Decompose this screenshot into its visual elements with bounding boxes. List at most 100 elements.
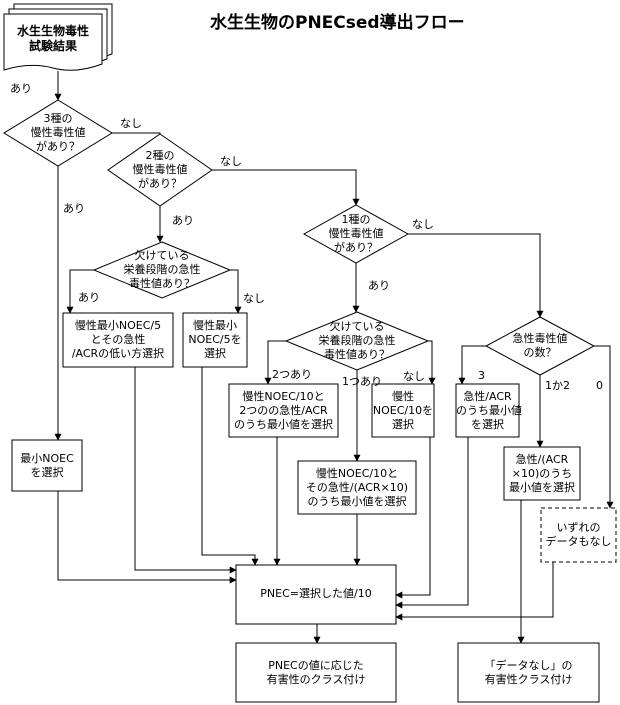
decision-d2-line2: 慢性毒性値	[132, 163, 188, 176]
annotation-d4-no: なし	[412, 218, 434, 231]
box-pnec-label: PNEC=選択した値/10	[236, 587, 396, 601]
box-acr-min-line1: 急性/ACR	[463, 390, 512, 403]
box-class-line2: 有害性のクラス付け	[266, 673, 366, 686]
box-noec5-acr-line2: とその急性	[90, 333, 146, 346]
box-acrx10-min-line2: ×10)のうち	[511, 467, 573, 480]
decision-d1-line1: 3種の	[43, 112, 73, 125]
start-label-line1: 水生生物毒性	[16, 24, 89, 38]
page-title: 水生生物のPNECsed導出フロー	[210, 13, 465, 33]
box-noec10-2acr-label: 慢性NOEC/10と 2つのの急性/ACR のうち最小値を選択	[229, 390, 338, 432]
box-noec5-label: 慢性最小 NOEC/5を 選択	[183, 319, 247, 361]
box-acr-min-line2: のうち最小値	[456, 404, 522, 417]
box-noec5-acr-line1: 慢性最小NOEC/5	[74, 319, 162, 332]
box-class-label: PNECの値に応じた 有害性のクラス付け	[236, 659, 396, 687]
box-class-none	[457, 642, 600, 703]
decision-d2-line3: があり？	[138, 177, 182, 190]
box-pnec-line1: PNEC=選択した値/10	[260, 587, 372, 600]
box-acr-min-line3: を選択	[471, 418, 504, 431]
annotation-d1-yes: あり	[63, 202, 85, 215]
annotation-d3-no: なし	[243, 292, 265, 305]
box-class-none-label: 「データなし」の 有害性クラス付け	[458, 659, 599, 687]
box-noec10-line1: 慢性	[392, 390, 414, 403]
annotation-d5-two: 2つあり	[272, 368, 312, 381]
decision-d1-line3: があり？	[36, 140, 80, 153]
box-min-noec-label: 最小NOEC を選択	[12, 452, 82, 480]
box-noec5-acr	[62, 312, 174, 368]
box-no-data-label: いずれの データもなし	[541, 521, 616, 549]
box-noec5-line1: 慢性最小	[193, 319, 237, 332]
annotation-d4-yes: あり	[368, 279, 390, 292]
box-class-none-line1: 「データなし」の	[484, 659, 573, 672]
box-noec10-2acr-line2: 2つのの急性/ACR	[239, 404, 328, 417]
box-acr-min-label: 急性/ACR のうち最小値 を選択	[456, 390, 522, 432]
start-label: 水生生物毒性 試験結果	[4, 24, 102, 54]
box-noec10-2acr-line1: 慢性NOEC/10と	[242, 390, 325, 403]
box-noec5-line3: 選択	[204, 347, 226, 360]
decision-d3-line2: 栄養段階の急性	[123, 263, 201, 276]
box-noec10-line3: 選択	[392, 418, 414, 431]
decision-d6-line1: 急性毒性値	[512, 332, 568, 345]
box-min-noec	[11, 439, 83, 492]
box-acrx10-min-line1: 急性/(ACR	[515, 453, 569, 466]
decision-d6-line2: の数？	[523, 346, 557, 359]
decision-d4-line1: 1種の	[341, 213, 371, 226]
box-noec5-acr-line3: /ACRの低い方選択	[71, 347, 165, 360]
box-acrx10-min	[503, 446, 581, 501]
annotation-d5-one: 1つあり	[342, 375, 382, 388]
box-noec10	[371, 383, 435, 438]
decision-d1-label: 3種の 慢性毒性値 があり？	[8, 112, 108, 154]
box-class	[235, 642, 397, 703]
decision-d6-label: 急性毒性値 の数？	[495, 332, 585, 360]
annotation-d5-no: なし	[403, 370, 425, 383]
box-min-noec-line2: を選択	[30, 466, 64, 479]
box-acr-min	[455, 383, 520, 438]
box-noec5-line2: NOEC/5を	[188, 333, 242, 346]
box-noec10-2acr-line3: のうち最小値を選択	[234, 418, 333, 431]
box-noec10-acrx10	[297, 460, 417, 515]
box-acrx10-min-line3: 最小値を選択	[509, 481, 575, 494]
box-no-data-line1: いずれの	[556, 521, 601, 534]
decision-d2-label: 2種の 慢性毒性値 があり？	[110, 149, 210, 191]
box-noec10-line2: NOEC/10を	[372, 404, 434, 417]
decision-d1-line2: 慢性毒性値	[30, 126, 86, 139]
decision-d3-label: 欠けている 栄養段階の急性 毒性値あり？	[102, 249, 222, 291]
box-noec10-acrx10-line3: のうち最小値を選択	[307, 495, 407, 508]
annotation-d3-yes: あり	[78, 291, 100, 304]
box-class-line1: PNECの値に応じた	[268, 659, 364, 672]
annotation-d6-zero: 0	[596, 379, 603, 392]
box-no-data-line2: データもなし	[545, 535, 612, 548]
decision-d3-line3: 毒性値あり？	[129, 277, 195, 290]
box-noec5	[182, 312, 248, 368]
decision-d2-line1: 2種の	[145, 149, 175, 162]
decision-d5-line1: 欠けている	[329, 320, 385, 333]
start-document-shape	[3, 3, 113, 71]
decision-d4-line2: 慢性毒性値	[328, 227, 384, 240]
annotation-d6-onetwo: 1か2	[545, 379, 570, 392]
box-min-noec-line1: 最小NOEC	[20, 452, 74, 465]
box-noec10-label: 慢性 NOEC/10を 選択	[372, 390, 434, 432]
annotation-start-yes: あり	[10, 82, 32, 95]
box-noec10-acrx10-line2: その急性/(ACR×10)	[305, 481, 409, 494]
annotation-d1-no: なし	[120, 117, 142, 130]
connector-lines	[54, 71, 614, 644]
start-label-line2: 試験結果	[28, 39, 77, 53]
annotation-d2-no: なし	[220, 155, 242, 168]
decision-d3	[92, 241, 232, 299]
decision-d5-line3: 毒性値あり？	[324, 348, 390, 361]
box-class-none-line2: 有害性クラス付け	[484, 673, 573, 686]
decision-d5-line2: 栄養段階の急性	[318, 334, 396, 347]
box-noec10-2acr	[228, 383, 339, 438]
decision-d3-line1: 欠けている	[134, 249, 190, 262]
box-noec5-acr-label: 慢性最小NOEC/5 とその急性 /ACRの低い方選択	[63, 319, 173, 361]
annotation-d2-yes: あり	[172, 214, 194, 227]
decision-d4-line3: があり？	[334, 241, 378, 254]
box-pnec	[235, 564, 397, 625]
box-acrx10-min-label: 急性/(ACR ×10)のうち 最小値を選択	[504, 453, 580, 495]
box-no-data	[540, 507, 617, 563]
decision-d4-label: 1種の 慢性毒性値 があり？	[306, 213, 406, 255]
decision-d5-label: 欠けている 栄養段階の急性 毒性値あり？	[297, 320, 417, 362]
annotation-d6-three: 3	[478, 369, 485, 382]
box-noec10-acrx10-line1: 慢性NOEC/10と	[315, 467, 399, 480]
box-noec10-acrx10-label: 慢性NOEC/10と その急性/(ACR×10) のうち最小値を選択	[298, 467, 416, 509]
